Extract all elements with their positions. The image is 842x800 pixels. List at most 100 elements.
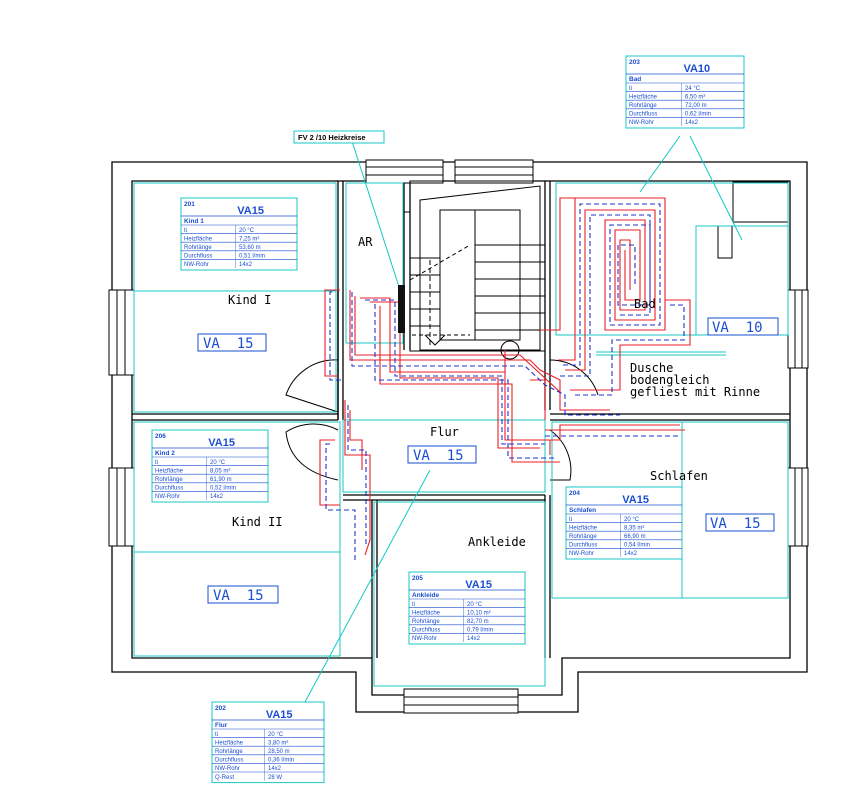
info-box-key: ti — [215, 732, 218, 738]
info-box-value: 0,52 l/min — [210, 486, 236, 492]
info-box-key: Rohrlänge — [155, 477, 183, 483]
room-label-ar: AR — [358, 235, 373, 249]
info-box-value: 24 °C — [685, 86, 701, 92]
info-box-key: ti — [184, 228, 187, 234]
zone-tag-bad: VA 10 — [712, 320, 763, 336]
info-box-key: Q-Rest — [215, 775, 234, 781]
return-pipes — [325, 203, 685, 560]
info-box-value: 28 W — [268, 775, 282, 781]
info-box-key: NW-Rohr — [629, 120, 654, 126]
supply-pipes — [319, 197, 691, 556]
room-label-dusche-1: Dusche — [630, 361, 673, 375]
info-box-key: Durchfluss — [569, 543, 597, 549]
info-box-value: 10,10 m² — [467, 610, 491, 616]
info-box-code: VA15 — [208, 437, 235, 449]
info-box-room-name: Ankleide — [412, 592, 439, 599]
info-box-number: 203 — [629, 59, 640, 66]
info-box-value: 0,62 l/min — [685, 112, 711, 118]
info-box-value: 20 °C — [210, 460, 226, 466]
info-box-value: 14x2 — [210, 494, 224, 500]
info-box-value: 14x2 — [624, 551, 638, 557]
info-box-key: NW-Rohr — [412, 636, 437, 642]
info-box-code: VA15 — [465, 579, 492, 591]
info-box-key: Heizfläche — [184, 236, 213, 242]
info-box-number: 201 — [184, 201, 195, 208]
info-box-key: Rohrlänge — [569, 534, 597, 540]
info-box-value: 7,25 m² — [239, 236, 259, 242]
info-box-value: 14x2 — [685, 120, 699, 126]
info-box-value: 14x2 — [239, 262, 253, 268]
info-box-value: 82,70 m — [467, 619, 489, 625]
info-box-number: 204 — [569, 490, 580, 497]
info-box-value: 20 °C — [268, 732, 284, 738]
info-box-room-name: Bad — [629, 76, 641, 83]
info-box-key: NW-Rohr — [184, 262, 209, 268]
manifold — [398, 285, 405, 333]
info-box-value: 61,90 m — [210, 477, 232, 483]
info-box-key: Heizfläche — [412, 610, 441, 616]
room-label-ankleide: Ankleide — [468, 535, 526, 549]
info-box-room-name: Flur — [215, 722, 228, 729]
zone-tag-kind2: VA 15 — [213, 588, 264, 604]
info-box-room-name: Schlafen — [569, 507, 596, 514]
staircase — [404, 180, 546, 352]
info-box-key: ti — [412, 602, 415, 608]
info-box-key: Heizfläche — [155, 468, 184, 474]
info-box-value: 8,35 m² — [624, 525, 644, 531]
info-box-key: Durchfluss — [155, 486, 183, 492]
info-box-key: Heizfläche — [215, 740, 244, 746]
info-box-value: 28,50 m — [268, 749, 290, 755]
info-box-value: 0,79 l/min — [467, 628, 493, 634]
info-box-code: VA10 — [683, 63, 710, 75]
info-box-code: VA15 — [622, 494, 649, 506]
info-box-number: 202 — [215, 705, 226, 712]
info-box-code: VA15 — [266, 709, 293, 721]
info-box-key: Rohrlänge — [412, 619, 440, 625]
info-box-value: 53,60 m — [239, 245, 261, 251]
manifold-label: FV 2 /10 Heizkreise — [298, 133, 366, 142]
info-box-value: 0,36 l/min — [268, 758, 294, 764]
info-box-key: ti — [155, 460, 158, 466]
info-box-value: 20 °C — [467, 602, 483, 608]
info-box-key: Durchfluss — [629, 112, 657, 118]
info-box-value: 14x2 — [467, 636, 481, 642]
room-label-bad: Bad — [634, 297, 656, 311]
room-label-schlafen: Schlafen — [650, 469, 708, 483]
info-box-key: Rohrlänge — [215, 749, 243, 755]
room-label-dusche-2: bodengleich — [630, 373, 709, 387]
info-box-key: NW-Rohr — [569, 551, 594, 557]
info-box-key: Durchfluss — [412, 628, 440, 634]
manifold-label-box — [293, 130, 385, 144]
info-box-key: Heizfläche — [569, 525, 598, 531]
zone-tag-kind1: VA 15 — [203, 336, 254, 352]
info-box-value: 20 °C — [624, 517, 640, 523]
info-box-value: 6,50 m² — [685, 94, 705, 100]
zone-tags — [197, 317, 779, 604]
info-box-key: Durchfluss — [215, 758, 243, 764]
info-box-room-name: Kind 2 — [155, 450, 175, 457]
room-label-kind1: Kind I — [228, 293, 271, 307]
info-box-value: 66,90 m — [624, 534, 646, 540]
info-box-key: NW-Rohr — [155, 494, 180, 500]
room-label-kind2: Kind II — [232, 515, 283, 529]
info-box-value: 14x2 — [268, 766, 282, 772]
info-box-key: NW-Rohr — [215, 766, 240, 772]
info-box-value: 0,54 l/min — [624, 543, 650, 549]
info-box-value: 72,00 m — [685, 103, 707, 109]
info-box-key: Rohrlänge — [629, 103, 657, 109]
info-box-value: 0,51 l/min — [239, 254, 265, 260]
info-box-value: 8,05 m² — [210, 468, 230, 474]
info-box-code: VA15 — [237, 205, 264, 217]
info-box-room-name: Kind 1 — [184, 218, 204, 225]
info-box-number: 205 — [412, 575, 423, 582]
info-box-key: Heizfläche — [629, 94, 658, 100]
info-box-key: ti — [629, 86, 632, 92]
